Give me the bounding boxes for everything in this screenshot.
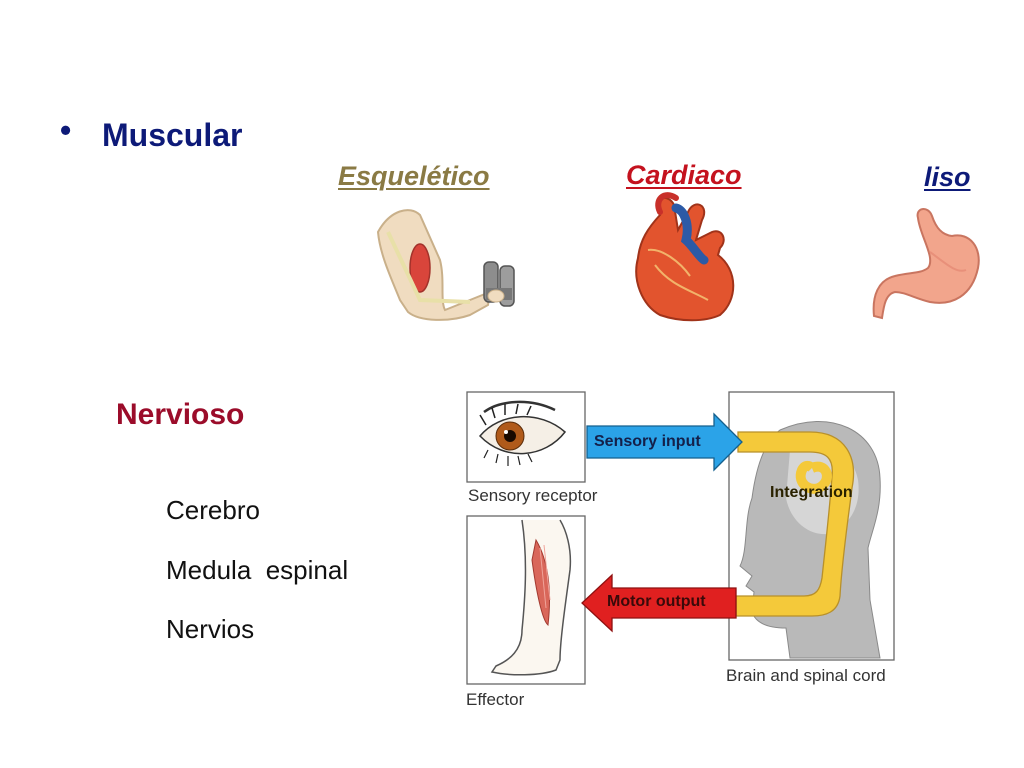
nervous-item-nerves: Nervios [166,614,255,644]
nervous-title: Nervioso [116,398,245,431]
sensory-receptor-label: Sensory receptor [468,486,598,505]
effector-label: Effector [466,690,525,709]
integration-label: Integration [770,484,853,501]
nervous-item-spinal-cord: Medula espinal [166,555,349,585]
bullet-point: • [60,112,72,148]
eye-icon [478,400,567,466]
stomach-icon [872,208,980,320]
nervous-item-brain: Cerebro [166,495,260,525]
smooth-label: liso [924,162,971,192]
leg-icon [490,519,572,676]
heart-icon [635,192,735,322]
diagram [466,391,895,685]
motor-output-label: Motor output [607,593,706,610]
motor-output-arrow [581,573,737,633]
integration-swirl [795,460,832,494]
skeletal-label: Esquelético [338,161,490,191]
sensory-input-arrow [586,412,743,472]
arm-dumbbell-icon [376,209,515,321]
muscular-title: Muscular [102,117,243,153]
sensory-input-label: Sensory input [594,433,701,450]
brain-spinal-label: Brain and spinal cord [726,666,886,685]
cardiac-label: Cardiaco [626,160,742,190]
